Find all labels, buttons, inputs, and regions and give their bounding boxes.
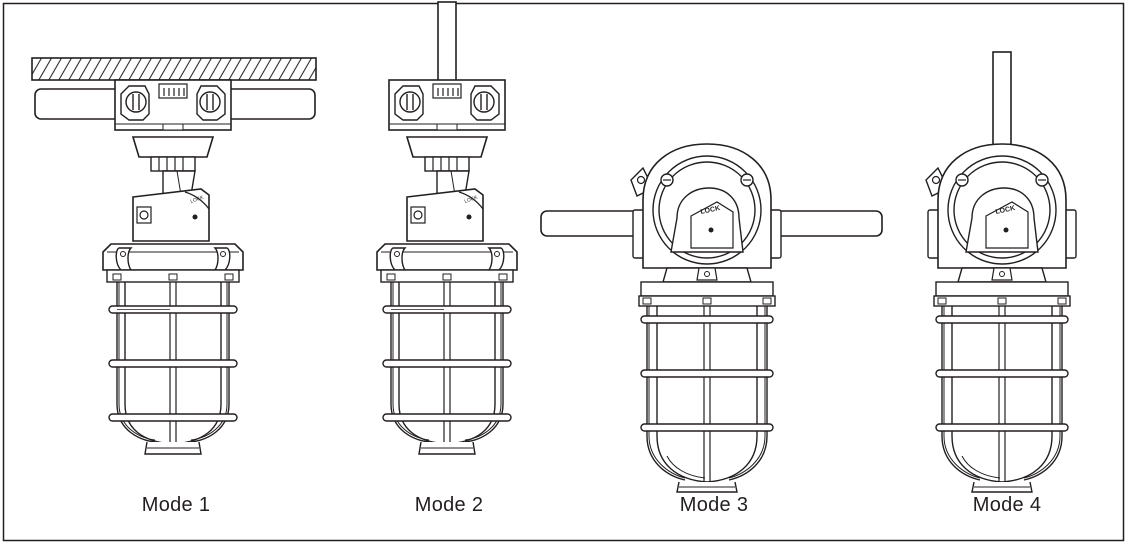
mode-1-label: Mode 1 xyxy=(141,494,211,516)
mode-4-illustration xyxy=(925,51,1077,493)
mode-2-label: Mode 2 xyxy=(414,494,484,516)
mode-1-illustration xyxy=(31,57,317,455)
mode-4-label: Mode 4 xyxy=(972,494,1042,516)
pendant-stem xyxy=(992,51,1012,153)
pendant-stem xyxy=(437,1,457,83)
ceiling-hatch xyxy=(31,57,317,81)
mode-3-label: Mode 3 xyxy=(679,494,749,516)
mode-3-illustration xyxy=(540,143,883,493)
mode-2-illustration xyxy=(376,1,518,455)
